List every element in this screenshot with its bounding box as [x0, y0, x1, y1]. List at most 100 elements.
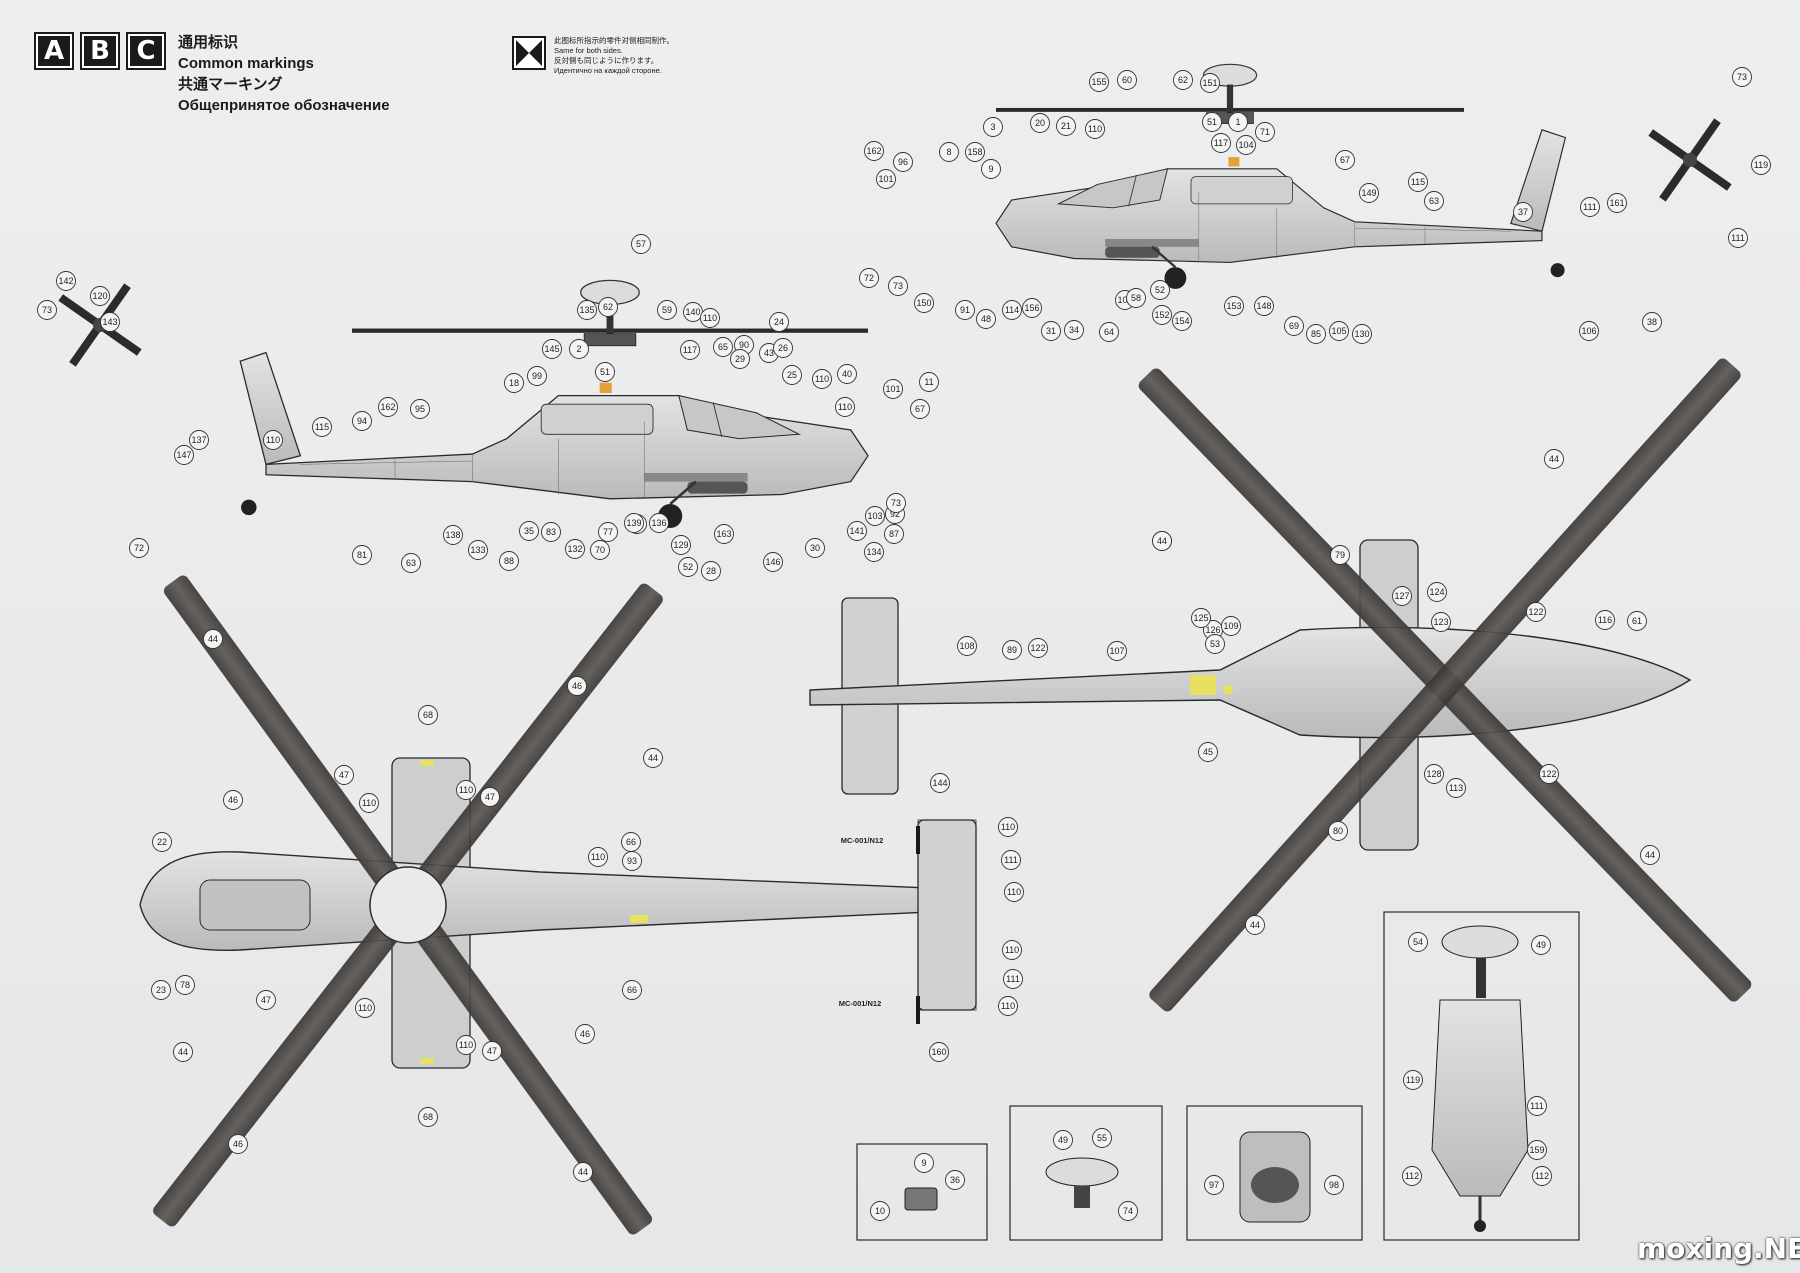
- part-number: 47: [485, 792, 495, 802]
- part-callout-bubble: [1041, 321, 1061, 341]
- part-callout-bubble: [173, 1042, 193, 1062]
- part-number: 129: [673, 540, 688, 550]
- part-callout: 23: [151, 980, 171, 1000]
- part-callout: 72: [129, 538, 149, 558]
- part-callout: 105: [1329, 321, 1349, 341]
- part-callout: 150: [914, 293, 934, 313]
- part-callout-bubble: [203, 629, 223, 649]
- part-callout-bubble: [598, 297, 618, 317]
- part-number: 35: [524, 526, 534, 536]
- part-callout: 114: [1002, 300, 1022, 320]
- part-callout: 73: [886, 493, 906, 513]
- part-callout-bubble: [418, 705, 438, 725]
- part-callout-bubble: [378, 397, 398, 417]
- part-callout: 89: [1002, 640, 1022, 660]
- part-callout: 111: [1001, 850, 1021, 870]
- part-callout: 10: [870, 1201, 890, 1221]
- part-callout: 46: [575, 1024, 595, 1044]
- both-sides-russian: Идентично на каждой стороне.: [554, 66, 662, 75]
- part-callout-bubble: [352, 411, 372, 431]
- part-callout-bubble: [1732, 67, 1752, 87]
- part-number: 142: [58, 276, 73, 286]
- part-callout-bubble: [542, 339, 562, 359]
- part-callout: 144: [930, 773, 950, 793]
- part-callout-bubble: [876, 169, 896, 189]
- part-callout: 81: [352, 545, 372, 565]
- part-callout-bubble: [56, 271, 76, 291]
- part-callout-bubble: [410, 399, 430, 419]
- part-number: 47: [487, 1046, 497, 1056]
- part-callout: 119: [1751, 155, 1771, 175]
- part-callout: 65: [713, 337, 733, 357]
- both-sides-legend: 此图标所指示的零件对侧相同制作。 Same for both sides. 反対…: [512, 36, 674, 76]
- part-callout: 9: [981, 159, 1001, 179]
- part-callout: 110: [359, 793, 379, 813]
- part-number: 99: [532, 371, 542, 381]
- part-number: 2: [576, 344, 581, 354]
- part-callout: 59: [657, 300, 677, 320]
- part-callout-bubble: [1002, 640, 1022, 660]
- part-callout-bubble: [1099, 322, 1119, 342]
- part-callout: 108: [957, 636, 977, 656]
- scheme-letters: A B C: [34, 32, 166, 70]
- decal-code-text: MC-001/N12: [839, 999, 882, 1008]
- part-callout-bubble: [1751, 155, 1771, 175]
- part-callout: 122: [1526, 602, 1546, 622]
- part-callout-bubble: [1403, 1070, 1423, 1090]
- part-callout: 149: [1359, 183, 1379, 203]
- part-callout-bubble: [624, 513, 644, 533]
- part-callout: 119: [1403, 1070, 1423, 1090]
- part-number: 122: [1528, 607, 1543, 617]
- part-callout-bubble: [401, 553, 421, 573]
- part-callout: 61: [1627, 611, 1647, 631]
- part-callout: 44: [1544, 449, 1564, 469]
- part-callout: 31: [1041, 321, 1061, 341]
- part-callout-bubble: [1204, 1175, 1224, 1195]
- part-callout-bubble: [1056, 116, 1076, 136]
- part-callout-bubble: [945, 1170, 965, 1190]
- part-callout: 37: [1513, 202, 1533, 222]
- part-callout: 111: [1728, 228, 1748, 248]
- part-number: 68: [423, 1112, 433, 1122]
- part-callout-bubble: [1228, 112, 1248, 132]
- part-number: 54: [1413, 937, 1423, 947]
- part-callout: 134: [864, 542, 884, 562]
- part-callout-bubble: [1640, 845, 1660, 865]
- part-number: 9: [988, 164, 993, 174]
- part-number: 100: [1117, 295, 1132, 305]
- part-callout-bubble: [468, 540, 488, 560]
- part-callout-bubble: [1427, 582, 1447, 602]
- part-callout-bubble: [859, 268, 879, 288]
- part-number: 115: [315, 422, 329, 432]
- part-callout: 47: [256, 990, 276, 1010]
- part-number: 49: [1536, 940, 1546, 950]
- part-callout-bubble: [1001, 850, 1021, 870]
- part-callout-bubble: [1408, 932, 1428, 952]
- part-callout: 44: [203, 629, 223, 649]
- part-callout-bubble: [1324, 1175, 1344, 1195]
- part-callout-bubble: [730, 349, 750, 369]
- part-callout: 111: [1580, 197, 1600, 217]
- part-number: 46: [228, 795, 238, 805]
- part-number: 113: [1449, 783, 1463, 793]
- part-callout-bubble: [504, 373, 524, 393]
- detail-box-b: [1009, 1105, 1163, 1241]
- part-callout-bubble: [90, 286, 110, 306]
- part-number: 139: [626, 518, 641, 528]
- part-number: 110: [1088, 124, 1102, 134]
- part-number: 88: [504, 556, 514, 566]
- part-callout: 68: [418, 705, 438, 725]
- part-number: 111: [1530, 1101, 1544, 1111]
- part-number: 122: [1030, 643, 1045, 653]
- part-callout: 104: [1236, 135, 1256, 155]
- part-number: 31: [1046, 326, 1056, 336]
- part-callout-bubble: [1544, 449, 1564, 469]
- part-callout: 18: [504, 373, 524, 393]
- part-number: 60: [1122, 75, 1132, 85]
- part-number: 55: [1097, 1133, 1107, 1143]
- part-number: 125: [1193, 613, 1208, 623]
- part-callout-bubble: [575, 1024, 595, 1044]
- part-number: 119: [1754, 160, 1768, 170]
- part-callout: 110: [456, 1035, 476, 1055]
- part-callout-bubble: [1328, 821, 1348, 841]
